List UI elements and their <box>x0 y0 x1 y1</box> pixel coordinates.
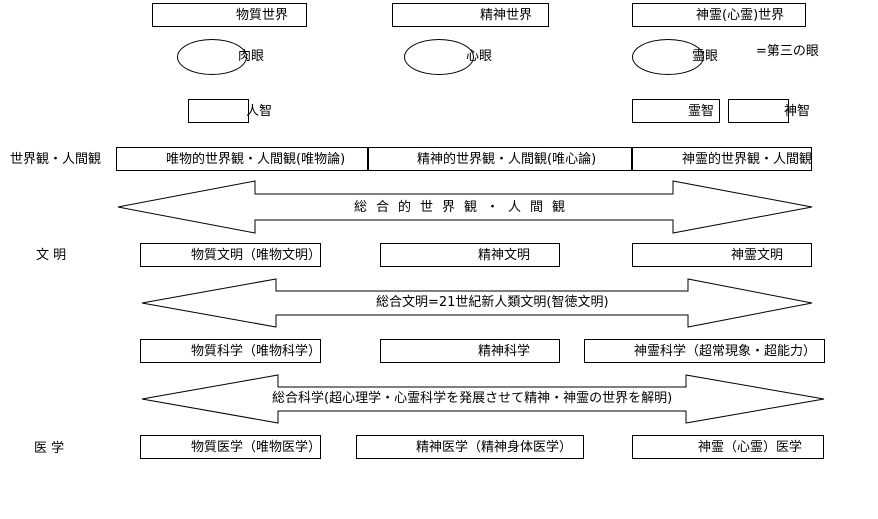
spiritual-world-label: 精神世界 <box>480 8 533 23</box>
material-civilization-label: 物質文明（唯物文明） <box>191 248 322 263</box>
spirit-eye-label: 霊眼 <box>692 49 719 64</box>
physical-eye-ellipse <box>177 39 247 75</box>
divine-medicine-label: 神霊（心霊）医学 <box>698 440 803 455</box>
divine-world-box <box>632 3 806 27</box>
material-medicine-box <box>140 435 321 459</box>
mind-eye-ellipse <box>404 39 474 75</box>
spirit-eye-ellipse <box>632 39 704 75</box>
third-eye-note: =第三の眼 <box>756 44 819 59</box>
integrated-worldview-label: 総合的世界観・人間観 <box>354 200 575 215</box>
divine-worldview-box <box>632 147 812 171</box>
integrated-civilization-label: 総合文明=21世紀新人類文明(智徳文明) <box>376 295 609 310</box>
divine-wisdom-box <box>728 99 789 123</box>
spiritual-science-label: 精神科学 <box>478 344 531 359</box>
human-wisdom-label: 人智 <box>246 104 273 119</box>
civilization-row-label: 文 明 <box>36 248 67 263</box>
spiritual-worldview-box <box>368 147 632 171</box>
mind-eye-label: 心眼 <box>466 49 493 64</box>
divine-world-label: 神霊(心霊)世界 <box>696 8 785 23</box>
material-civilization-box <box>140 243 321 267</box>
spiritual-civilization-box <box>380 243 560 267</box>
materialist-worldview-box <box>116 147 368 171</box>
material-medicine-label: 物質医学（唯物医学） <box>191 440 322 455</box>
physical-eye-label: 肉眼 <box>238 49 265 64</box>
spiritual-medicine-label: 精神医学（精神身体医学） <box>416 440 573 455</box>
divine-civilization-label: 神霊文明 <box>731 248 784 263</box>
spiritual-world-box <box>392 3 549 27</box>
spiritual-medicine-box <box>356 435 584 459</box>
divine-medicine-box <box>632 435 824 459</box>
spiritual-civilization-label: 精神文明 <box>478 248 531 263</box>
medicine-row-label: 医 学 <box>34 441 65 456</box>
worldview-row-label: 世界観・人間観 <box>10 152 102 167</box>
divine-science-label: 神霊科学（超常現象・超能力） <box>634 344 817 359</box>
spiritual-worldview-label: 精神的世界観・人間観(唯心論) <box>417 152 597 167</box>
material-world-label: 物質世界 <box>236 8 289 23</box>
material-science-label: 物質科学（唯物科学） <box>191 344 322 359</box>
divine-worldview-label: 神霊的世界観・人間観 <box>682 152 813 167</box>
integrated-science-label: 総合科学(超心理学・心霊科学を発展させて精神・神霊の世界を解明) <box>272 391 673 406</box>
spirit-wisdom-box <box>632 99 720 123</box>
material-world-box <box>152 3 307 27</box>
spirit-wisdom-label: 霊智 <box>688 104 715 119</box>
spiritual-science-box <box>380 339 560 363</box>
divine-wisdom-label: 神智 <box>784 104 811 119</box>
material-science-box <box>140 339 321 363</box>
human-wisdom-box <box>188 99 249 123</box>
divine-civilization-box <box>632 243 812 267</box>
materialist-worldview-label: 唯物的世界観・人間観(唯物論) <box>166 152 346 167</box>
divine-science-box <box>584 339 825 363</box>
